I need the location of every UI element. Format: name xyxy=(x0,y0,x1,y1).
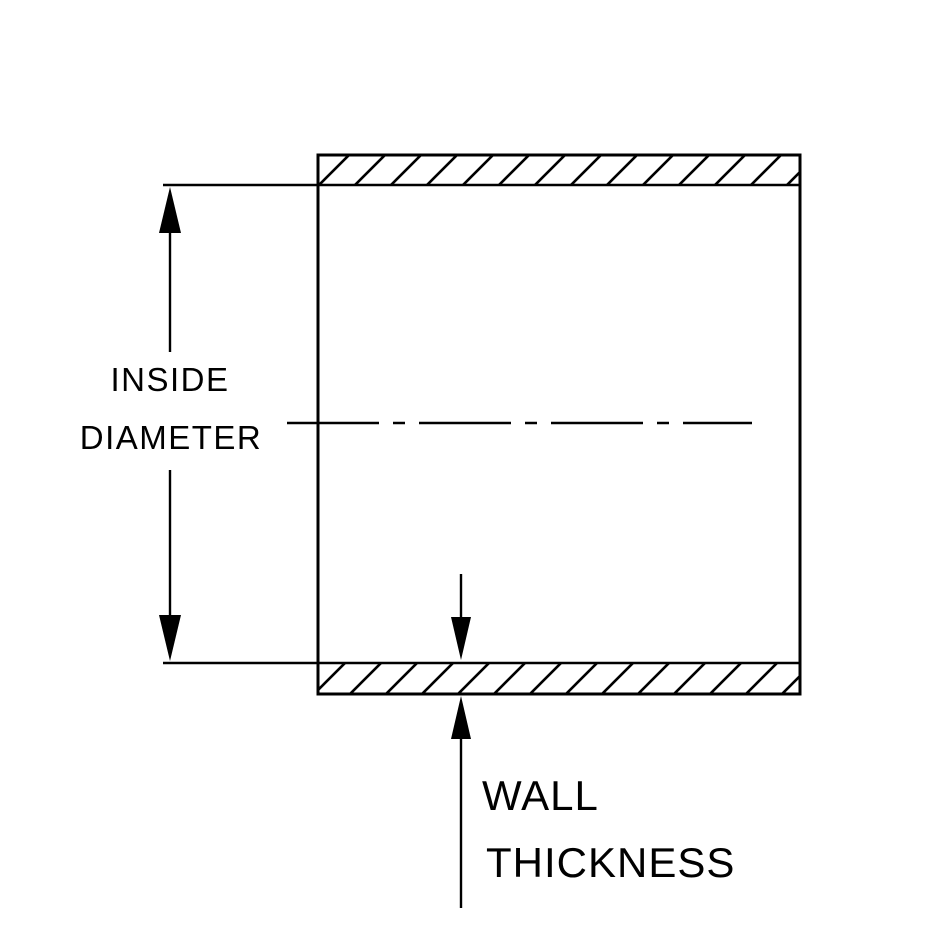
tube-body-outline xyxy=(316,153,802,696)
inside-diameter-down-arrow xyxy=(159,615,181,661)
inside-diameter-label-line1: INSIDE xyxy=(110,361,230,398)
inside-diameter-up-arrow xyxy=(159,187,181,233)
wall-thickness-label-line2: THICKNESS xyxy=(486,839,736,886)
wall-thickness-up-arrow xyxy=(451,696,471,739)
inside-diameter-label-line2: DIAMETER xyxy=(79,419,263,456)
top-wall-hatch xyxy=(319,156,799,184)
bottom-wall-hatch xyxy=(319,664,799,693)
wall-thickness-label-line1: WALL xyxy=(482,772,599,819)
wall-thickness-down-arrow xyxy=(451,617,471,660)
